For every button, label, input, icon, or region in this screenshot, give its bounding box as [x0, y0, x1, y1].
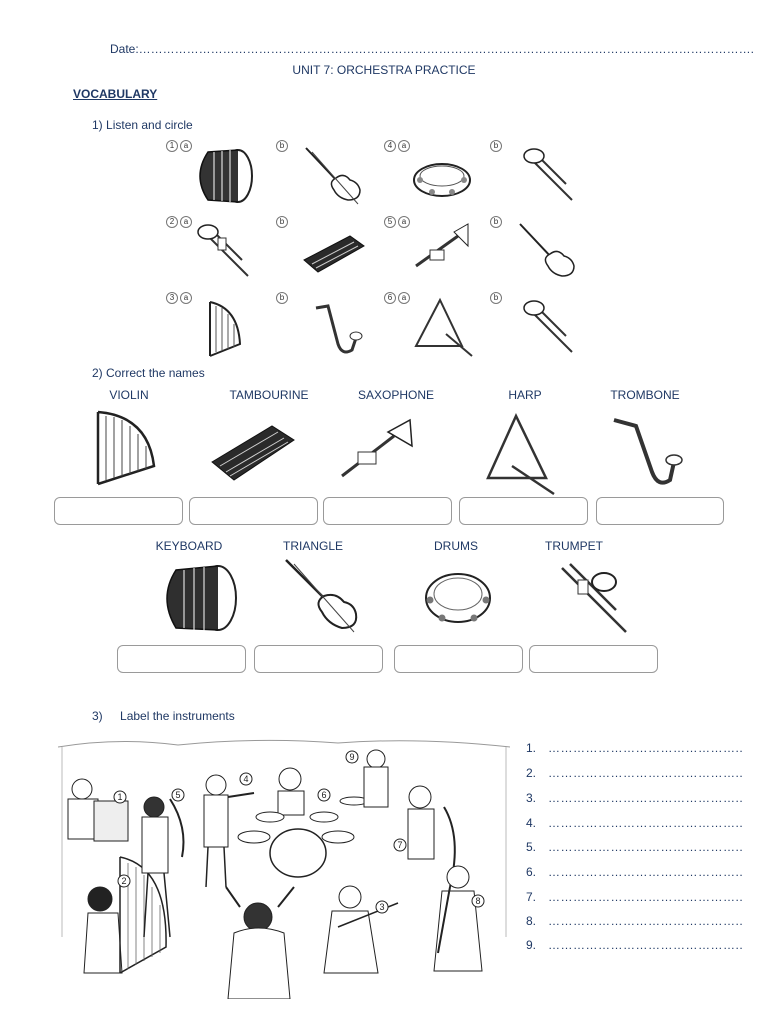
- answer-line-2[interactable]: 2.………………………………………..: [526, 766, 744, 780]
- orchestra-illustration: 1 2 3 4 5 6 7 8 9: [57, 739, 511, 1000]
- triangle-icon: [486, 413, 555, 496]
- exercise-3-heading: 3) Label the instruments: [92, 709, 235, 723]
- answer-line-6[interactable]: 6.………………………………………..: [526, 865, 744, 879]
- trumpet-icon: [415, 223, 469, 268]
- picture-keyboard: [208, 418, 298, 488]
- answer-line-9[interactable]: 9.………………………………………..: [526, 938, 744, 952]
- violin-icon: [305, 147, 361, 205]
- trombone-icon: [197, 224, 249, 277]
- violin-icon: [519, 223, 575, 277]
- exercise-number: 2): [92, 366, 103, 380]
- item-3-b[interactable]: b: [276, 290, 366, 360]
- picture-saxophone: [608, 412, 688, 492]
- triangle-icon: [414, 297, 473, 357]
- svg-text:8: 8: [475, 896, 480, 906]
- answer-box-8[interactable]: [394, 645, 523, 673]
- answer-box-7[interactable]: [254, 645, 383, 673]
- picture-harp: [88, 406, 162, 488]
- picture-drum: [156, 560, 242, 636]
- exercise-title: Correct the names: [106, 366, 205, 380]
- saxophone-icon: [315, 304, 363, 354]
- picture-trumpet: [336, 416, 416, 486]
- exercise-number: 3): [92, 709, 103, 723]
- answer-box-4[interactable]: [459, 497, 588, 525]
- item-4-b[interactable]: b: [490, 138, 580, 208]
- trombone-icon: [561, 563, 627, 633]
- keyboard-icon: [211, 425, 295, 481]
- item-6-b[interactable]: b: [490, 290, 580, 360]
- item-5-b[interactable]: b: [490, 214, 580, 284]
- label-keyboard: KEYBOARD: [155, 539, 223, 553]
- label-trombone: TROMBONE: [610, 388, 680, 402]
- trombone-icon: [523, 300, 573, 353]
- harp-icon: [209, 301, 242, 357]
- answer-line-3[interactable]: 3.………………………………………..: [526, 791, 744, 805]
- label-triangle: TRIANGLE: [282, 539, 343, 553]
- picture-tambourine: [422, 566, 494, 628]
- drum-icon: [166, 565, 237, 631]
- tambourine-icon: [413, 163, 471, 197]
- label-violin: VIOLIN: [109, 388, 149, 402]
- svg-text:1: 1: [117, 792, 122, 802]
- picture-violin: [280, 556, 366, 636]
- svg-text:3: 3: [379, 902, 384, 912]
- exercise-1-heading: 1) Listen and circle: [92, 118, 193, 132]
- answer-box-1[interactable]: [54, 497, 183, 525]
- label-trumpet: TRUMPET: [545, 539, 603, 553]
- page-title: UNIT 7: ORCHESTRA PRACTICE: [292, 63, 476, 77]
- answer-box-6[interactable]: [117, 645, 246, 673]
- svg-text:6: 6: [321, 790, 326, 800]
- answer-line-5[interactable]: 5.………………………………………..: [526, 840, 744, 854]
- section-heading: VOCABULARY: [73, 87, 158, 101]
- orchestra-scene-illustration: 1 2 3 4 5 6 7 8 9: [57, 737, 511, 1000]
- answer-line-8[interactable]: 8.………………………………………..: [526, 914, 744, 928]
- picture-trombone: [548, 556, 632, 634]
- trumpet-icon: [341, 418, 413, 478]
- label-tambourine: TAMBOURINE: [229, 388, 309, 402]
- svg-text:9: 9: [349, 752, 354, 762]
- svg-text:7: 7: [397, 840, 402, 850]
- answer-line-1[interactable]: 1.………………………………………..: [526, 741, 744, 755]
- answer-box-2[interactable]: [189, 497, 318, 525]
- answer-line-4[interactable]: 4.………………………………………..: [526, 816, 744, 830]
- trombone-icon: [523, 148, 573, 201]
- item-2-b[interactable]: b: [276, 214, 366, 284]
- answer-box-5[interactable]: [596, 497, 724, 525]
- label-harp: HARP: [508, 388, 542, 402]
- tambourine-icon: [425, 573, 491, 623]
- svg-text:2: 2: [121, 876, 126, 886]
- harp-icon: [96, 410, 156, 486]
- picture-triangle: [482, 410, 562, 496]
- violin-icon: [285, 559, 358, 633]
- saxophone-icon: [613, 418, 683, 485]
- drum-icon: [199, 149, 253, 203]
- svg-text:4: 4: [243, 774, 248, 784]
- label-drums: DRUMS: [434, 539, 478, 553]
- answer-box-9[interactable]: [529, 645, 658, 673]
- answer-line-7[interactable]: 7.………………………………………..: [526, 890, 744, 904]
- item-1-b[interactable]: b: [276, 138, 366, 208]
- svg-text:5: 5: [175, 790, 180, 800]
- exercise-title: Listen and circle: [106, 118, 193, 132]
- label-saxophone: SAXOPHONE: [357, 388, 435, 402]
- date-line: Date:………………………………………………………………………………………………: [110, 42, 755, 56]
- exercise-number: 1): [92, 118, 103, 132]
- answer-box-3[interactable]: [323, 497, 452, 525]
- exercise-2-heading: 2) Correct the names: [92, 366, 205, 380]
- exercise-title: Label the instruments: [120, 709, 235, 723]
- keyboard-icon: [303, 235, 365, 273]
